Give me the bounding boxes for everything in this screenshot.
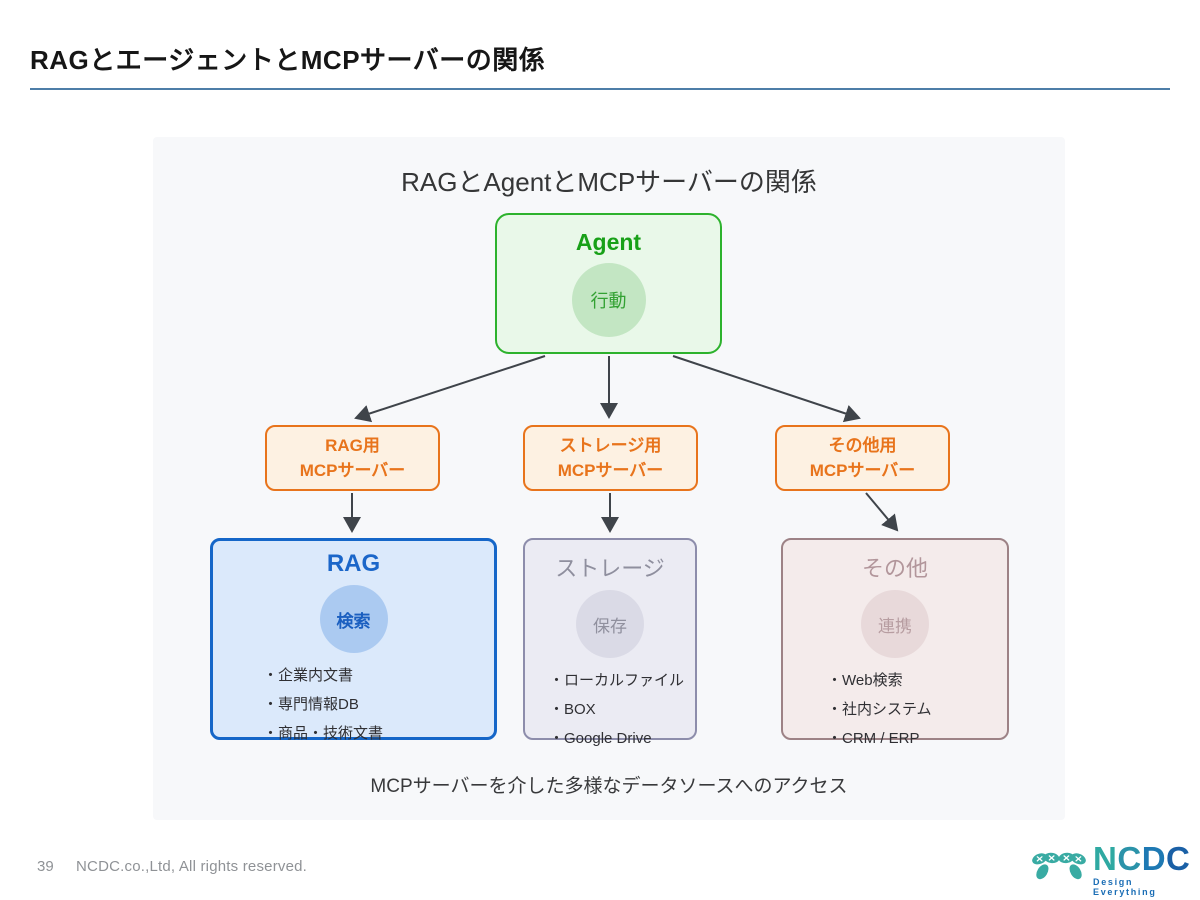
other-source-title: その他 xyxy=(861,556,928,581)
agent-label: Agent xyxy=(575,229,642,255)
ncdc-logo-text: NCDC Design Everything xyxy=(1093,842,1200,897)
mcp-other-line2: MCPサーバー xyxy=(809,461,916,480)
other-source-node: その他 連携 ・Web検索 ・社内システム ・CRM / ERP xyxy=(781,538,1009,747)
mcp-other-line1: その他用 xyxy=(828,435,897,455)
ncdc-logo: NCDC Design Everything xyxy=(1030,842,1200,898)
mcp-server-other-node: その他用 MCPサーバー xyxy=(775,425,950,491)
other-source-items: ・Web検索 ・社内システム ・CRM / ERP xyxy=(783,667,1007,754)
list-item: ・CRM / ERP xyxy=(827,729,920,747)
list-item: ・専門情報DB xyxy=(263,695,359,713)
copyright-text: NCDC.co.,Ltd, All rights reserved. xyxy=(76,858,308,875)
diagram-caption: MCPサーバーを介した多様なデータソースへのアクセス xyxy=(370,776,848,797)
relationship-diagram: RAGとAgentとMCPサーバーの関係 Agent 行動 RAG用 MCPサー… xyxy=(153,137,1065,820)
list-item: ・企業内文書 xyxy=(263,667,354,684)
list-item: ・商品・技術文書 xyxy=(263,724,384,742)
diagram-title: RAGとAgentとMCPサーバーの関係 xyxy=(401,167,817,197)
storage-source-title: ストレージ xyxy=(555,556,665,581)
mcp-storage-line2: MCPサーバー xyxy=(557,461,664,480)
title-underline xyxy=(30,88,1170,90)
rag-source-node: RAG 検索 ・企業内文書 ・専門情報DB ・商品・技術文書 xyxy=(210,538,497,742)
ncdc-wordmark: NCDC xyxy=(1093,840,1191,877)
rag-source-items: ・企業内文書 ・専門情報DB ・商品・技術文書 xyxy=(213,662,494,749)
mcp-storage-line1: ストレージ用 xyxy=(559,435,662,455)
rag-search-circle: 検索 xyxy=(319,585,388,653)
other-link-circle: 連携 xyxy=(861,590,929,658)
list-item: ・Google Drive xyxy=(549,729,652,747)
page-title: RAGとエージェントとMCPサーバーの関係 xyxy=(30,45,546,75)
mcp-rag-line2: MCPサーバー xyxy=(299,461,406,480)
mcp-server-rag-node: RAG用 MCPサーバー xyxy=(265,425,440,491)
mcp-rag-line1: RAG用 xyxy=(325,435,380,455)
storage-save-circle: 保存 xyxy=(576,590,644,658)
page-number: 39 xyxy=(37,858,54,875)
storage-source-node: ストレージ 保存 ・ローカルファイル ・BOX ・Google Drive xyxy=(523,538,697,747)
agent-action-circle: 行動 xyxy=(571,263,646,337)
storage-source-items: ・ローカルファイル ・BOX ・Google Drive xyxy=(525,667,695,754)
ncdc-tagline: Design Everything xyxy=(1093,877,1157,897)
list-item: ・ローカルファイル xyxy=(549,672,685,689)
list-item: ・Web検索 xyxy=(827,672,903,689)
list-item: ・BOX xyxy=(549,700,596,718)
agent-node: Agent 行動 xyxy=(495,213,722,354)
rag-source-title: RAG xyxy=(326,550,381,577)
mcp-server-storage-node: ストレージ用 MCPサーバー xyxy=(523,425,698,491)
list-item: ・社内システム xyxy=(827,700,932,718)
ncdc-clover-icon xyxy=(1030,845,1088,898)
